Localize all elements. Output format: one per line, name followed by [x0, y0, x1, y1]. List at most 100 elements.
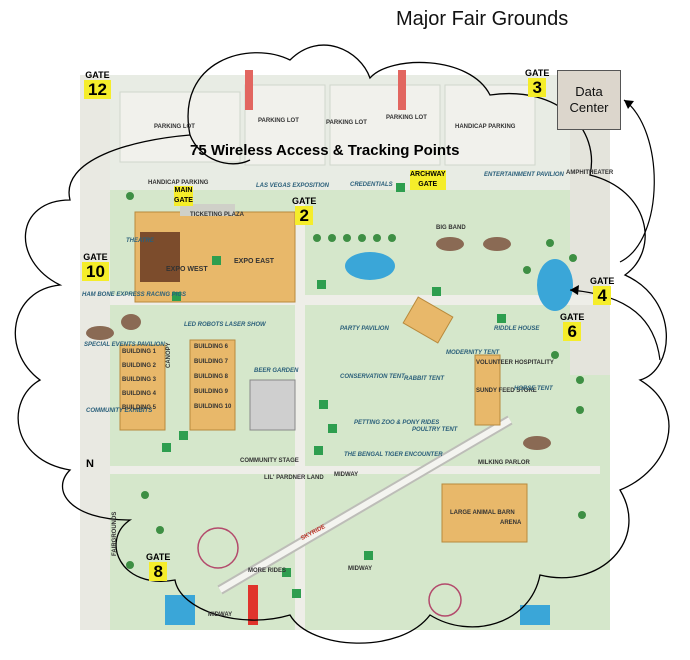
handicap-parking-label: HANDICAP PARKING	[455, 124, 516, 130]
building-label: BUILDING 7	[194, 359, 229, 365]
data-center-links	[569, 99, 661, 361]
wireless-point	[364, 551, 373, 560]
ham-bone-label: HAM BONE EXPRESS RACING PIGS	[82, 292, 187, 298]
wireless-point	[497, 314, 506, 323]
bengal-label: THE BENGAL TIGER ENCOUNTER	[344, 452, 443, 458]
archway-gate-line1: ARCHWAY	[410, 170, 446, 180]
arena-label: ARENA	[500, 520, 522, 526]
wireless-point	[396, 183, 405, 192]
handicap-parking-label: HANDICAP PARKING	[148, 180, 209, 186]
wireless-point	[282, 568, 291, 577]
building-label: BUILDING 4	[122, 391, 157, 397]
gate-2: GATE 2	[292, 196, 316, 226]
gate-label: GATE	[85, 70, 110, 80]
archway-gate: ARCHWAY GATE	[410, 170, 446, 190]
expo-east-label: EXPO EAST	[234, 258, 275, 265]
large-animal-label: LARGE ANIMAL BARN	[450, 510, 515, 516]
lil-pardner-label: LIL' PARDNER LAND	[264, 475, 324, 481]
conservation-label: CONSERVATION TENT	[340, 374, 405, 380]
gate-number: 10	[82, 262, 109, 281]
wireless-point	[212, 256, 221, 265]
horse-label: HORSE TENT	[514, 386, 553, 392]
party-pavilion-label: PARTY PAVILION	[340, 326, 389, 332]
expo-west-label: EXPO WEST	[166, 266, 208, 273]
building-label: BUILDING 2	[122, 363, 157, 369]
wireless-point	[317, 280, 326, 289]
poultry-label: POULTRY TENT	[412, 427, 458, 433]
more-rides-label: MORE RIDES	[248, 568, 287, 574]
gate-label: GATE	[83, 252, 108, 262]
midway-label: MIDWAY	[348, 566, 373, 572]
gate-12: GATE 12	[84, 70, 111, 100]
wireless-point	[319, 400, 328, 409]
archway-gate-line2: GATE	[410, 180, 446, 190]
parking-lot-label: PARKING LOT	[258, 118, 299, 124]
beer-garden-label: BEER GARDEN	[254, 368, 299, 374]
data-center-box: Data Center	[557, 70, 621, 130]
theatre-label: THEATRE	[126, 238, 154, 244]
amphitheater-label: AMPHITHEATER	[566, 170, 614, 176]
entertainment-label: ENTERTAINMENT PAVILION	[484, 172, 564, 178]
page-title: Major Fair Grounds	[396, 8, 569, 30]
wireless-point	[179, 431, 188, 440]
gate-number: 8	[149, 562, 167, 581]
gate-number: 6	[563, 322, 581, 341]
gate-4: GATE 4	[590, 276, 614, 306]
building-label: BUILDING 5	[122, 405, 157, 411]
building-label: BUILDING 6	[194, 344, 229, 350]
gate-label: GATE	[292, 196, 317, 206]
gate-label: GATE	[525, 68, 550, 78]
parking-lot-label: PARKING LOT	[154, 124, 195, 130]
wireless-point	[432, 287, 441, 296]
fairgrounds-label: FAIRGROUNDS	[112, 511, 118, 556]
building-label: BUILDING 9	[194, 389, 229, 395]
midway-label: MIDWAY	[208, 612, 233, 618]
wireless-point	[314, 446, 323, 455]
wireless-access-points	[162, 183, 506, 598]
canopy-label: CANOPY	[166, 342, 172, 368]
community-exhibits-label: COMMUNITY EXHIBITS	[86, 408, 153, 414]
data-center-line2: Center	[569, 100, 609, 115]
main-gate-line2: GATE	[174, 196, 193, 206]
modernity-label: MODERNITY TENT	[446, 350, 500, 356]
gate-label: GATE	[560, 312, 585, 322]
network-cloud	[14, 44, 670, 644]
midway-label: MIDWAY	[334, 472, 359, 478]
access-points-heading: 75 Wireless Access & Tracking Points	[190, 142, 460, 159]
gate-6: GATE 6	[560, 312, 584, 342]
milking-label: MILKING PARLOR	[478, 460, 530, 466]
wireless-point	[328, 424, 337, 433]
parking-lot-label: PARKING LOT	[386, 115, 427, 121]
rabbit-label: RABBIT TENT	[404, 376, 444, 382]
gate-8: GATE 8	[146, 552, 170, 582]
community-stage-label: COMMUNITY STAGE	[240, 458, 299, 464]
buildings-left: BUILDING 1 BUILDING 2 BUILDING 3 BUILDIN…	[122, 349, 162, 411]
gate-number: 2	[295, 206, 313, 225]
main-gate: MAIN GATE	[174, 186, 193, 206]
ticketing-label: TICKETING PLAZA	[190, 212, 244, 218]
credentials-label: CREDENTIALS	[350, 182, 393, 188]
gate-number: 4	[593, 286, 611, 305]
building-label: BUILDING 8	[194, 374, 229, 380]
volunteer-label: VOLUNTEER HOSPITALITY	[476, 360, 554, 366]
main-gate-line1: MAIN	[174, 186, 193, 196]
las-vegas-label: LAS VEGAS EXPOSITION	[256, 183, 330, 189]
gate-3: GATE 3	[525, 68, 549, 98]
wireless-point	[292, 589, 301, 598]
gate-label: GATE	[146, 552, 171, 562]
parking-lot-label: PARKING LOT	[326, 120, 367, 126]
building-label: BUILDING 3	[122, 377, 157, 383]
data-center-line1: Data	[575, 83, 603, 99]
wireless-point	[172, 292, 181, 301]
petting-zoo-label: PETTING ZOO & PONY RIDES	[354, 420, 440, 426]
arrow-heads	[570, 100, 634, 295]
led-robots-label: LED ROBOTS LASER SHOW	[184, 322, 266, 328]
sundy-label: SUNDY FEED STORE	[476, 388, 537, 394]
building-label: BUILDING 1	[122, 349, 157, 355]
riddle-house-label: RIDDLE HOUSE	[494, 326, 540, 332]
gate-number: 12	[84, 80, 111, 99]
gate-label: GATE	[590, 276, 615, 286]
big-band-label: BIG BAND	[436, 225, 466, 231]
compass-north: N	[86, 458, 94, 470]
buildings-right: BUILDING 6 BUILDING 7 BUILDING 8 BUILDIN…	[194, 344, 234, 410]
